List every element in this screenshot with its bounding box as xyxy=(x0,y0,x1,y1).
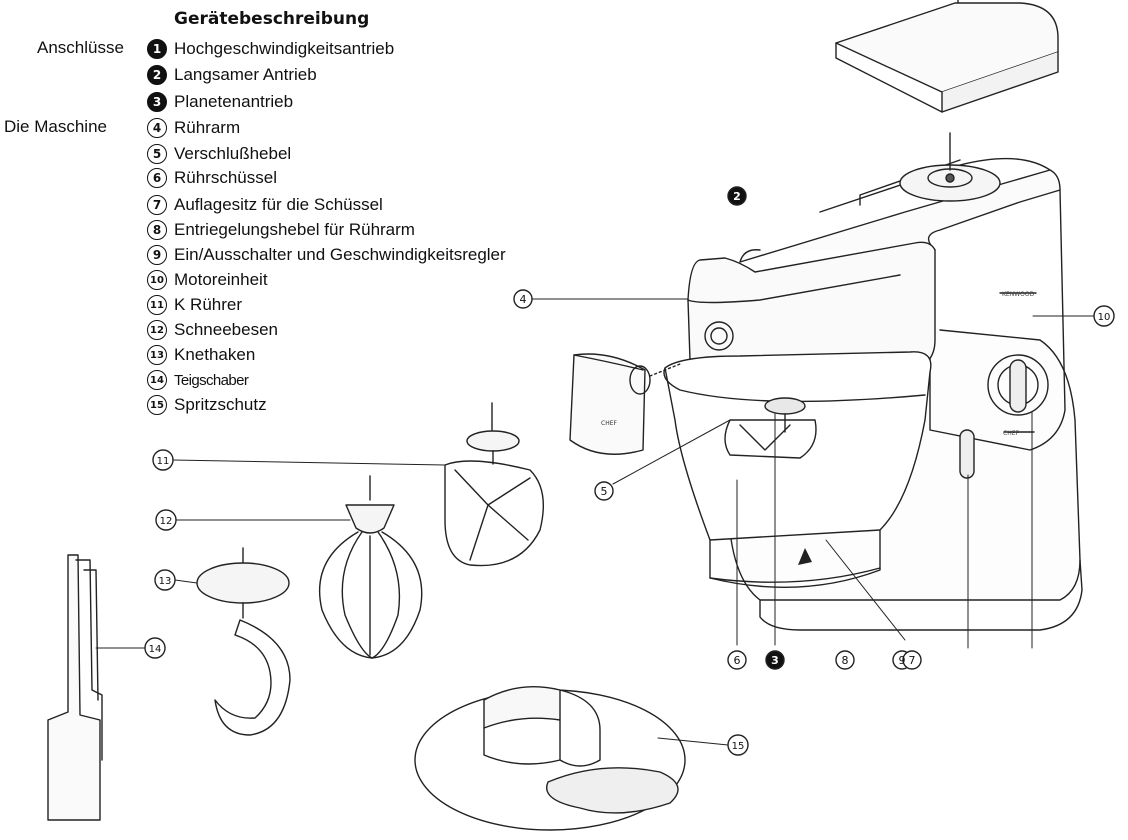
legend-label: Hochgeschwindigkeitsantrieb xyxy=(174,39,395,58)
legend-item-5: 5 Verschlußhebel xyxy=(147,142,291,166)
legend-item-11: 11 K Rührer xyxy=(147,293,242,317)
callout-15-text: 15 xyxy=(732,741,745,752)
legend-badge: 9 xyxy=(147,245,167,265)
legend-badge: 11 xyxy=(147,295,167,315)
legend-label: Verschlußhebel xyxy=(174,144,292,163)
legend-item-8: 8 Entriegelungshebel für Rührarm xyxy=(147,218,415,242)
legend-badge: 12 xyxy=(147,320,167,340)
dough-scraper-illustration xyxy=(47,554,103,821)
legend-item-1: 1 Hochgeschwindigkeitsantrieb xyxy=(147,37,394,61)
callout-5-text: 5 xyxy=(601,485,608,498)
legend-item-4: 4 Rührarm xyxy=(147,116,240,140)
legend-badge: 15 xyxy=(147,395,167,415)
callout-2-text: 2 xyxy=(733,190,741,203)
legend-label: K Rührer xyxy=(174,295,243,314)
legend-item-12: 12 Schneebesen xyxy=(147,318,278,342)
group-label-machine: Die Maschine xyxy=(4,117,107,136)
callout-10-text: 10 xyxy=(1098,312,1111,323)
callout-10: 10 xyxy=(1093,305,1115,327)
callout-7-text: 7 xyxy=(909,654,916,667)
legend-label: Knethaken xyxy=(174,345,256,364)
callout-13: 13 xyxy=(154,569,176,591)
callout-6: 6 xyxy=(727,650,747,670)
legend-label: Langsamer Antrieb xyxy=(174,65,317,84)
legend-label: Rührschüssel xyxy=(174,168,277,187)
legend-item-14: 14 Teigschaber xyxy=(147,368,249,392)
legend-label: Auflagesitz für die Schüssel xyxy=(174,195,383,214)
legend-badge: 6 xyxy=(147,168,167,188)
legend-item-3: 3 Planetenantrieb xyxy=(147,90,293,114)
legend-item-2: 2 Langsamer Antrieb xyxy=(147,63,317,87)
group-label-connections: Anschlüsse xyxy=(37,38,124,57)
callout-4: 4 xyxy=(513,289,533,309)
legend-label: Ein/Ausschalter und Geschwindigkeitsregl… xyxy=(174,245,506,264)
whisk-illustration xyxy=(318,475,423,659)
callout-4-text: 4 xyxy=(520,293,527,306)
callout-12-text: 12 xyxy=(160,516,173,527)
callout-5: 5 xyxy=(594,481,614,501)
legend-badge: 14 xyxy=(147,370,167,390)
legend-label: Entriegelungshebel für Rührarm xyxy=(174,220,415,239)
callout-14: 14 xyxy=(144,637,166,659)
callout-13-text: 13 xyxy=(159,576,172,587)
callout-11: 11 xyxy=(152,449,174,471)
legend-badge: 4 xyxy=(147,118,167,138)
mixing-bowl-illustration xyxy=(663,351,932,589)
splash-guard-piece-illustration: CHEF xyxy=(569,353,681,455)
callout-9-7: 9 7 xyxy=(892,650,922,670)
legend-badge: 10 xyxy=(147,270,167,290)
legend-item-6: 6 Rührschüssel xyxy=(147,166,277,190)
legend-label: Planetenantrieb xyxy=(174,92,294,111)
legend-item-13: 13 Knethaken xyxy=(147,343,255,367)
legend-item-10: 10 Motoreinheit xyxy=(147,268,268,292)
bowl-seat-arrow xyxy=(798,548,812,565)
legend-label: Spritzschutz xyxy=(174,395,267,414)
legend-badge: 13 xyxy=(147,345,167,365)
brand-logo-top: KENWOOD xyxy=(1002,291,1035,298)
callout-6-text: 6 xyxy=(734,654,741,667)
callout-8: 8 xyxy=(835,650,855,670)
k-beater-illustration xyxy=(444,402,545,567)
legend-label: Teigschaber xyxy=(174,371,249,389)
callout-12: 12 xyxy=(155,509,177,531)
leader-lines xyxy=(95,298,1096,746)
callout-2: 2 xyxy=(727,186,747,206)
legend-label: Rührarm xyxy=(174,118,241,137)
legend-badge: 2 xyxy=(147,65,167,85)
legend-badge: 3 xyxy=(147,92,167,112)
dough-hook-illustration xyxy=(196,547,291,736)
diagram-title: Gerätebeschreibung xyxy=(174,9,370,29)
callout-14-text: 14 xyxy=(149,644,162,655)
legend-badge: 5 xyxy=(147,144,167,164)
beater-in-bowl-illustration xyxy=(724,419,817,459)
callout-11-text: 11 xyxy=(157,456,170,467)
legend-badge: 7 xyxy=(147,195,167,215)
legend-label: Schneebesen xyxy=(174,320,278,339)
callout-9-text: 9 xyxy=(899,654,906,667)
legend-badge: 1 xyxy=(147,39,167,59)
callout-8-text: 8 xyxy=(842,654,849,667)
splash-guard-illustration xyxy=(414,685,686,831)
brand-logo-chef: CHEF xyxy=(1003,430,1019,437)
chef-logo-small: CHEF xyxy=(601,420,617,427)
legend-label: Motoreinheit xyxy=(174,270,268,289)
legend-item-9: 9 Ein/Ausschalter und Geschwindigkeitsre… xyxy=(147,243,506,267)
callout-15: 15 xyxy=(727,734,749,756)
outlet-cover-illustration xyxy=(835,0,1059,113)
callout-3: 3 xyxy=(765,650,785,670)
legend-item-7: 7 Auflagesitz für die Schüssel xyxy=(147,193,383,217)
callout-3-text: 3 xyxy=(771,654,779,667)
legend-badge: 8 xyxy=(147,220,167,240)
legend-item-15: 15 Spritzschutz xyxy=(147,393,267,417)
